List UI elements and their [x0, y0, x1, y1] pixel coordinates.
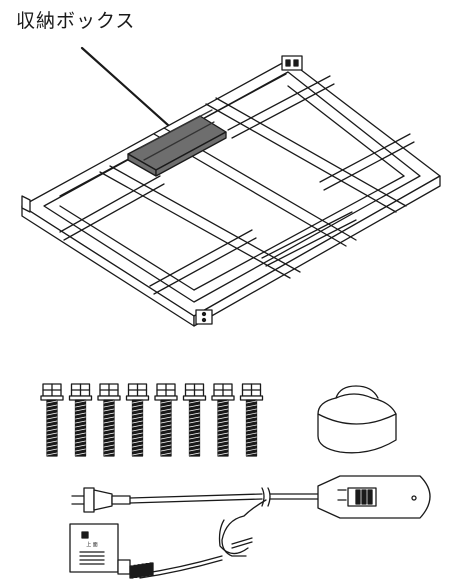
bolt [40, 383, 64, 457]
rubber-foot [317, 385, 397, 454]
storage-box-label: 収納ボックス [16, 10, 136, 32]
bolt [125, 383, 150, 457]
corner-bracket-front [195, 309, 213, 325]
bed-frame [21, 55, 441, 327]
bolt-set [40, 383, 264, 457]
bolt [97, 383, 121, 457]
adapter-face-text: 上 面 [86, 541, 98, 548]
inline-controller [317, 475, 431, 519]
bolt [239, 383, 264, 457]
callout-leader-line [80, 46, 180, 136]
power-cable-controller [69, 475, 431, 579]
corner-bracket-back [281, 55, 303, 71]
bolt [154, 383, 178, 457]
power-plug [71, 487, 131, 513]
power-adapter [69, 523, 154, 579]
bolt [68, 383, 93, 457]
bolt [211, 383, 235, 457]
bolt [182, 383, 207, 457]
